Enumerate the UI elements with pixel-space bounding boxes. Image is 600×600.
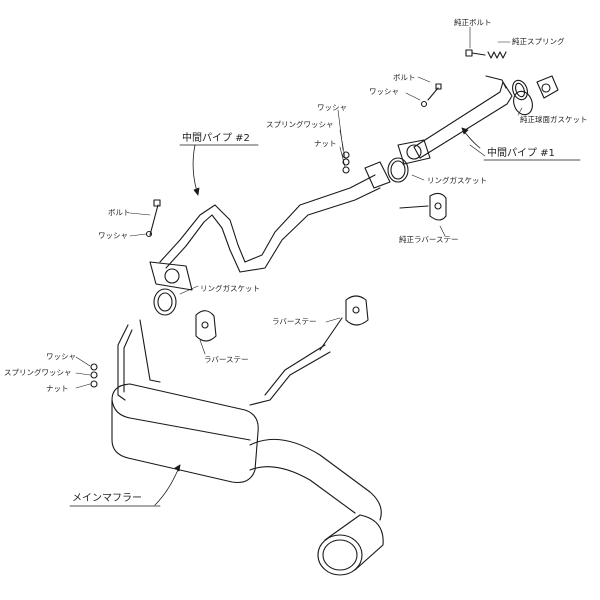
label-washer-top: ワッシャ [369,87,399,96]
tail-pipe [249,438,382,521]
label-center-pipe-2: 中間パイプ #2 [182,133,250,144]
label-bolt-top: ボルト [393,73,416,82]
rubber-stay-center [195,310,217,342]
label-rubber-stay-right: ラバーステー [272,317,317,326]
label-genuine-spring: 純正スプリング [512,37,565,46]
label-rubber-stay-center: ラバーステー [204,355,249,364]
fasteners-low [90,363,98,388]
rubber-stay-right [319,295,369,351]
label-washer-low: ワッシャ [46,352,76,361]
bolt-top [420,83,442,108]
flange-top [512,75,559,101]
label-spring-washer-mid: スプリングワッシャ [266,120,334,129]
center-pipe-2 [159,174,381,273]
fasteners-mid [342,151,350,174]
flange-left [149,261,193,291]
center-pipe-1 [413,75,513,159]
label-genuine-bolt: 純正ボルト [454,18,492,27]
genuine-ball-gasket [513,90,533,116]
genuine-spring [487,51,507,59]
label-washer-mid: ワッシャ [317,103,347,112]
main-muffler [111,383,259,484]
label-ring-gasket-2: リングガスケット [200,284,260,293]
bolt-left [145,199,161,238]
label-bolt-left: ボルト [108,208,131,217]
tail-tip [317,514,384,576]
label-main-muffler: メインマフラー [72,493,142,504]
label-nut-low: ナット [46,384,69,393]
label-nut-mid: ナット [314,139,337,148]
label-genuine-ball-gasket: 純正球面ガスケット [520,115,588,124]
flange-center [364,139,431,189]
label-genuine-rubber-stay: 純正ラバーステー [399,235,459,244]
genuine-rubber-stay [399,192,447,221]
callout-arrows [69,127,581,507]
genuine-bolt [465,49,486,57]
label-ring-gasket-1: リングガスケット [427,176,487,185]
leader-lines [75,26,523,389]
label-center-pipe-1: 中間パイプ #1 [487,148,555,159]
hanger-brackets [117,319,331,406]
label-spring-washer-low: スプリングワッシャ [4,368,72,377]
ring-gasket-2 [153,288,177,316]
label-washer-left: ワッシャ [98,231,128,240]
